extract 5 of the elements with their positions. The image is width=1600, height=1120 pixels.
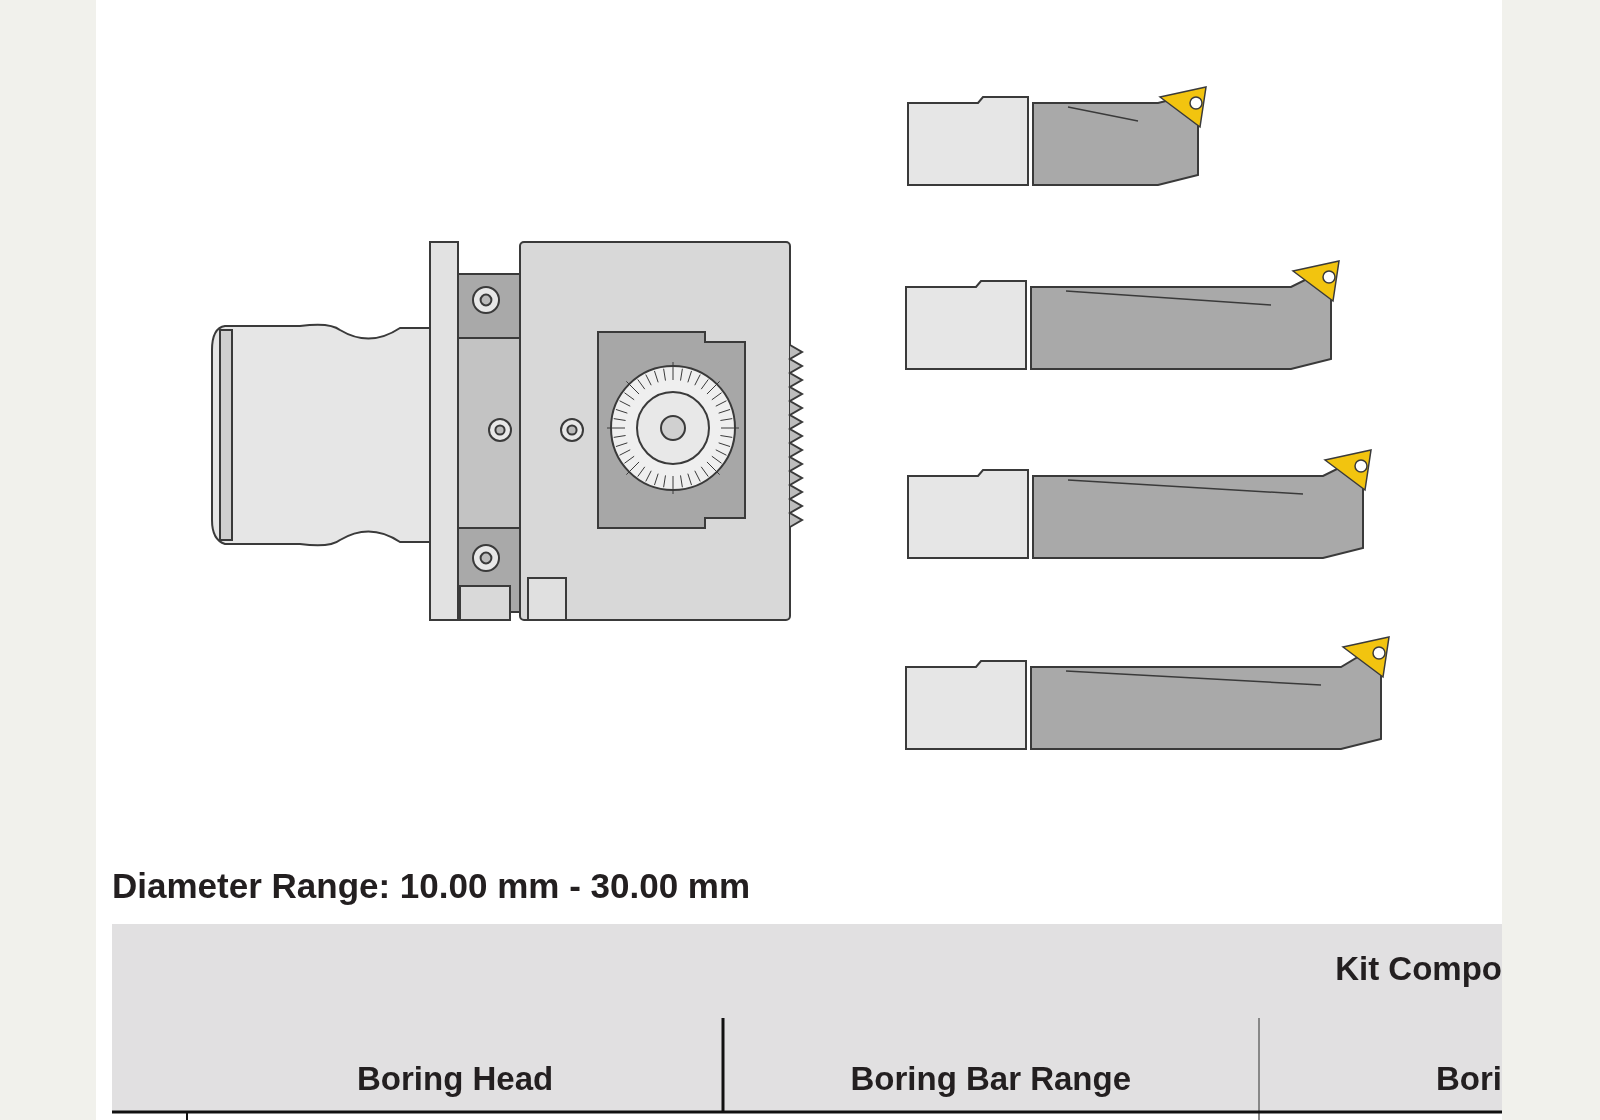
table-header: Boring Bar Range: [850, 1060, 1132, 1098]
table-header: Kit Compo: [1335, 950, 1502, 988]
table-header: Boring Head: [357, 1060, 554, 1098]
table-header: Bori: [1436, 1060, 1502, 1098]
section-heading: Diameter Range: 10.00 mm - 30.00 mm: [112, 866, 751, 906]
